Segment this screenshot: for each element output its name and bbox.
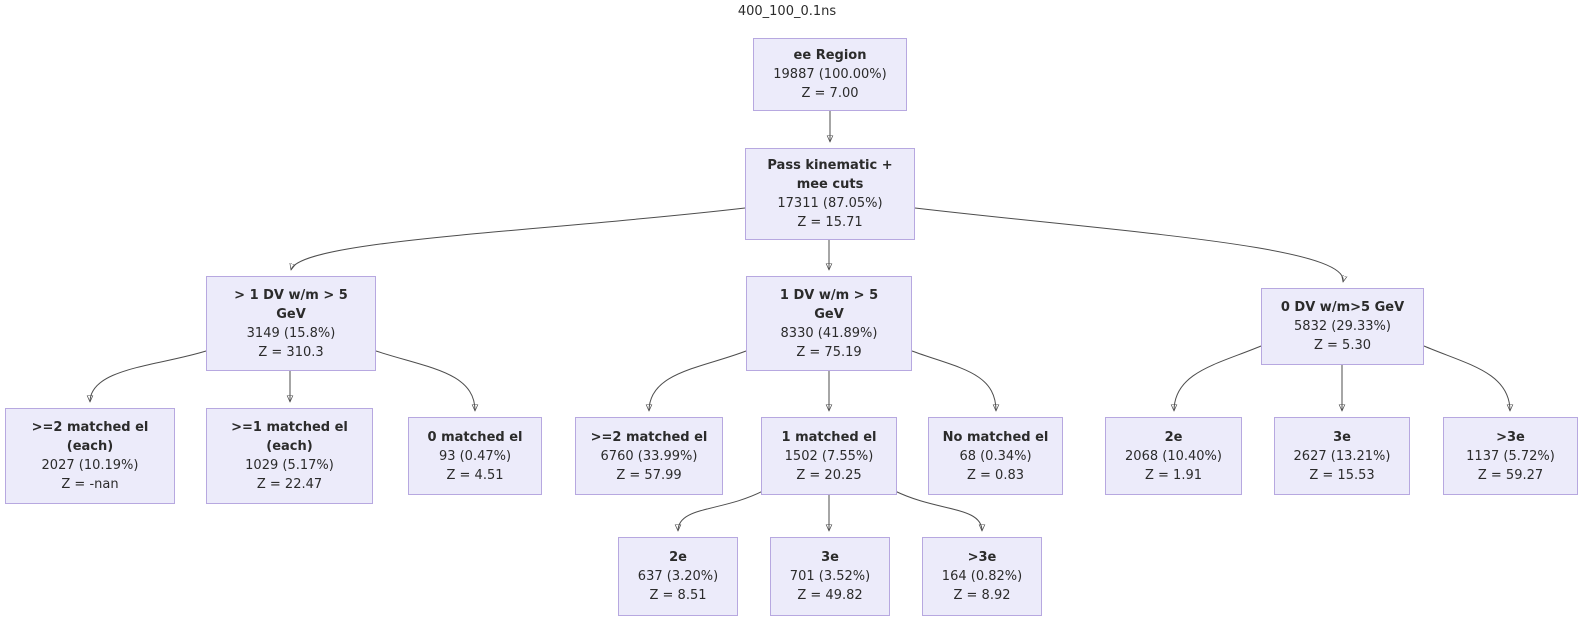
- node-significance: Z = 75.19: [796, 344, 862, 360]
- node-significance: Z = 0.83: [966, 467, 1024, 483]
- node-title: 0 DV w/m>5 GeV: [1280, 300, 1405, 315]
- edge-matched1-to-gt3e: [894, 490, 982, 531]
- node-significance: Z = 15.71: [797, 215, 863, 230]
- node-count: 1502 (7.55%): [784, 448, 874, 464]
- node-count: 2027 (10.19%): [41, 458, 139, 473]
- node-count: 19887 (100.00%): [773, 67, 887, 82]
- node-0-matched-el: 0 matched el 93 (0.47%) Z = 4.51: [408, 417, 542, 495]
- node-0dv-3e: 3e 2627 (13.21%) Z = 15.53: [1274, 417, 1410, 495]
- node-pass-kinematic-mee-cuts: Pass kinematic + mee cuts 17311 (87.05%)…: [745, 148, 915, 240]
- node-significance: Z = 8.51: [649, 588, 707, 603]
- node-1matched-2e: 2e 637 (3.20%) Z = 8.51: [618, 537, 738, 616]
- node-significance: Z = 49.82: [797, 588, 863, 603]
- node-significance: Z = 22.47: [256, 477, 323, 492]
- node-count: 2627 (13.21%): [1293, 448, 1391, 464]
- node-title: >3e: [1496, 429, 1525, 445]
- node-count: 2068 (10.40%): [1125, 448, 1222, 464]
- edge-dvgt1-to-matched0: [375, 350, 475, 411]
- node-title: Pass kinematic + mee cuts: [767, 158, 893, 192]
- edge-dv1-to-ge2: [649, 350, 747, 411]
- node-significance: Z = 5.30: [1313, 338, 1371, 353]
- node-0-dv: 0 DV w/m>5 GeV 5832 (29.33%) Z = 5.30: [1261, 288, 1424, 365]
- node-count: 17311 (87.05%): [777, 196, 883, 211]
- node-ge1-matched-el-each: >=1 matched el (each) 1029 (5.17%) Z = 2…: [206, 408, 373, 504]
- node-title: 0 matched el: [427, 429, 523, 445]
- node-1-dv: 1 DV w/m > 5 GeV 8330 (41.89%) Z = 75.19: [746, 276, 912, 371]
- node-significance: Z = 20.25: [796, 467, 862, 483]
- node-1-matched-el: 1 matched el 1502 (7.55%) Z = 20.25: [761, 417, 897, 495]
- node-count: 3149 (15.8%): [246, 325, 336, 341]
- node-significance: Z = 57.99: [616, 467, 682, 483]
- node-count: 93 (0.47%): [438, 448, 512, 464]
- node-significance: Z = 59.27: [1477, 467, 1544, 483]
- node-significance: Z = 7.00: [801, 86, 859, 101]
- node-title: 1 DV w/m > 5 GeV: [779, 287, 879, 322]
- node-count: 1137 (5.72%): [1466, 448, 1555, 464]
- node-title: >=2 matched el (each): [31, 420, 149, 454]
- node-count: 5832 (29.33%): [1294, 319, 1391, 334]
- node-count: 701 (3.52%): [789, 569, 871, 584]
- node-count: 637 (3.20%): [637, 569, 719, 584]
- node-count: 1029 (5.17%): [245, 458, 334, 473]
- node-0dv-2e: 2e 2068 (10.40%) Z = 1.91: [1105, 417, 1242, 495]
- node-ge2-matched-el: >=2 matched el 6760 (33.99%) Z = 57.99: [575, 417, 723, 495]
- node-1matched-gt3e: >3e 164 (0.82%) Z = 8.92: [922, 537, 1042, 616]
- node-title: 2e: [1164, 429, 1183, 445]
- node-significance: Z = 15.53: [1309, 467, 1375, 483]
- edge-pass-to-dv-gt1: [291, 207, 746, 270]
- node-0dv-gt3e: >3e 1137 (5.72%) Z = 59.27: [1443, 417, 1578, 495]
- graph-title: 400_100_0.1ns: [737, 4, 837, 19]
- node-count: 164 (0.82%): [941, 569, 1023, 584]
- node-significance: Z = -nan: [61, 477, 119, 492]
- node-title: 3e: [821, 550, 839, 565]
- node-title: 3e: [1333, 429, 1351, 445]
- edge-dv1-to-no-matched: [911, 350, 996, 411]
- node-title: No matched el: [942, 429, 1049, 445]
- edge-dvgt1-to-ge2-each: [90, 350, 207, 402]
- node-title: >=2 matched el: [590, 429, 708, 445]
- edge-pass-to-dv-0: [914, 207, 1343, 282]
- node-significance: Z = 1.91: [1144, 467, 1202, 483]
- node-ee-region: ee Region 19887 (100.00%) Z = 7.00: [753, 38, 907, 111]
- node-significance: Z = 4.51: [446, 467, 504, 483]
- node-title: ee Region: [793, 48, 867, 63]
- node-count: 8330 (41.89%): [780, 325, 878, 341]
- node-title: 1 matched el: [781, 429, 877, 445]
- node-gt1-dv: > 1 DV w/m > 5 GeV 3149 (15.8%) Z = 310.…: [206, 276, 376, 371]
- node-count: 6760 (33.99%): [600, 448, 698, 464]
- node-count: 68 (0.34%): [959, 448, 1032, 464]
- node-ge2-matched-el-each: >=2 matched el (each) 2027 (10.19%) Z = …: [5, 408, 175, 504]
- node-significance: Z = 310.3: [258, 344, 324, 360]
- node-significance: Z = 8.92: [953, 588, 1011, 603]
- node-no-matched-el: No matched el 68 (0.34%) Z = 0.83: [928, 417, 1063, 495]
- node-1matched-3e: 3e 701 (3.52%) Z = 49.82: [770, 537, 890, 616]
- node-title: >3e: [967, 550, 997, 565]
- node-title: 2e: [669, 550, 687, 565]
- edge-matched1-to-2e: [678, 490, 764, 531]
- node-title: > 1 DV w/m > 5 GeV: [234, 287, 348, 322]
- edge-dv0-to-gt3e: [1423, 345, 1510, 411]
- edge-dv0-to-2e: [1174, 345, 1262, 411]
- node-title: >=1 matched el (each): [231, 420, 348, 454]
